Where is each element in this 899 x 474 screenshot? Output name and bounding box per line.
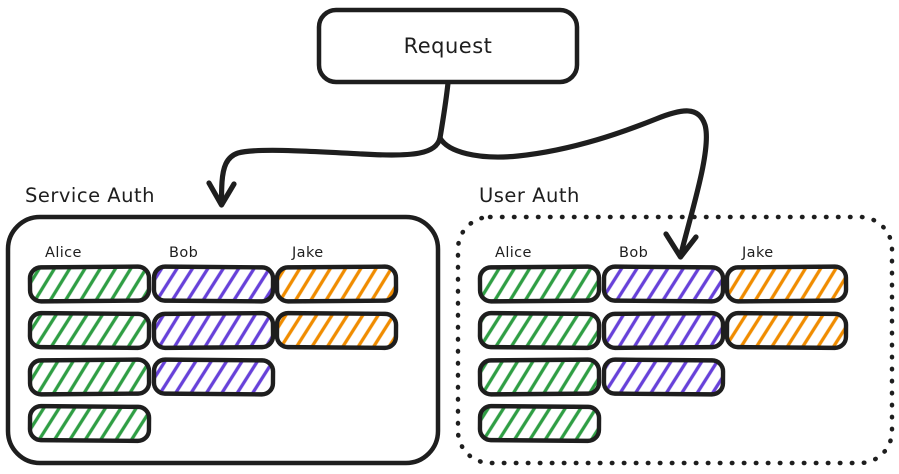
arrow-to-service-auth-head	[206, 180, 237, 208]
token-bar-alice-1	[477, 264, 602, 304]
request-node: Request	[316, 7, 580, 85]
token-bar-alice-3	[27, 357, 152, 397]
token-bar-jake-1	[724, 264, 849, 304]
token-bar-jake-1	[274, 264, 399, 304]
token-bar-alice-2	[27, 310, 152, 351]
token-bar-alice-1	[27, 264, 152, 304]
token-bar-alice-2	[477, 310, 602, 351]
service-auth-label: Service Auth	[25, 184, 155, 207]
arrow-to-user-auth-head	[663, 231, 699, 260]
user-auth-container	[455, 214, 895, 466]
token-bar-alice-4	[27, 403, 152, 444]
token-bar-alice-4	[477, 403, 602, 444]
column-label-jake: Jake	[291, 245, 324, 261]
token-bar-bob-1	[601, 264, 726, 304]
request-stem-line	[437, 80, 451, 141]
arrows-layer	[206, 80, 709, 260]
arrow-to-user-auth	[437, 108, 709, 257]
service-auth-container	[5, 214, 441, 466]
column-label-jake: Jake	[741, 245, 774, 261]
token-bar-jake-2	[274, 310, 399, 351]
token-bar-bob-2	[151, 310, 276, 351]
token-bar-bob-3	[601, 357, 726, 397]
user-auth-label: User Auth	[479, 184, 580, 207]
token-bar-bob-2	[601, 310, 726, 351]
token-bar-alice-3	[477, 357, 602, 397]
column-label-alice: Alice	[495, 245, 532, 261]
column-label-bob: Bob	[169, 245, 198, 261]
column-label-alice: Alice	[45, 245, 82, 261]
request-label: Request	[404, 34, 493, 58]
token-bar-bob-1	[151, 264, 276, 304]
request-box	[316, 7, 580, 85]
token-bar-jake-2	[724, 310, 849, 351]
column-label-bob: Bob	[619, 245, 648, 261]
token-bar-bob-3	[151, 357, 276, 397]
arrow-to-service-auth	[218, 135, 443, 205]
